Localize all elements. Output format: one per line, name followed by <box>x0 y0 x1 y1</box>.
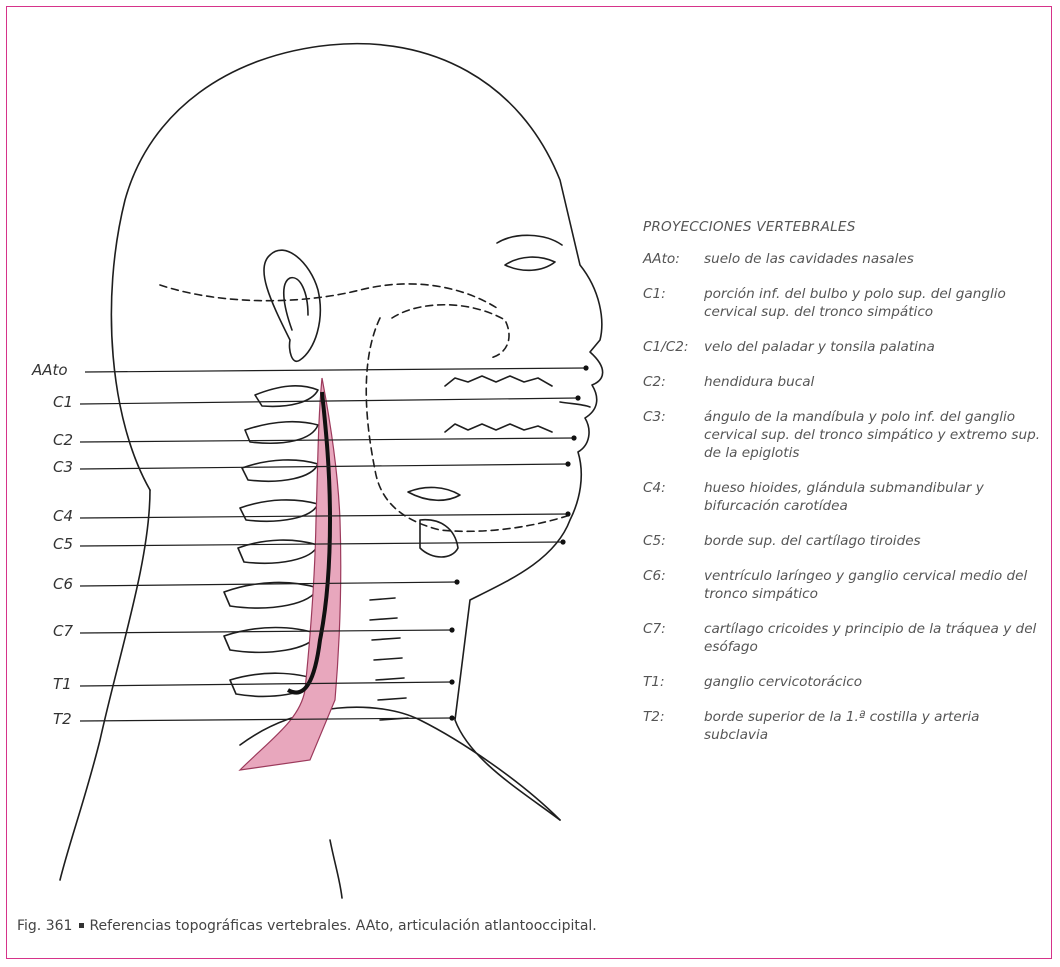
level-line-aato <box>85 368 586 372</box>
nasal-cavity-dashed <box>392 305 509 358</box>
teeth-lower <box>445 424 552 432</box>
legend-key: T1: <box>643 673 704 691</box>
eye-outline <box>505 257 555 270</box>
level-label-c3: C3 <box>53 458 73 476</box>
level-dot-c3 <box>565 461 570 466</box>
vertebra-4 <box>240 500 318 521</box>
level-line-c7 <box>80 630 452 633</box>
level-dot-c2 <box>571 435 576 440</box>
legend-key: C1: <box>643 285 704 321</box>
legend-key: C3: <box>643 408 704 462</box>
legend-item-c1-c2: C1/C2: velo del paladar y tonsila palati… <box>643 338 1043 356</box>
legend-key: AAto: <box>643 250 704 268</box>
legend-desc: cartílago cricoides y principio de la tr… <box>704 620 1043 656</box>
level-dot-aato <box>583 365 588 370</box>
level-label-c7: C7 <box>53 622 73 640</box>
legend-desc: ventrículo laríngeo y ganglio cervical m… <box>704 567 1043 603</box>
legend-desc: hueso hioides, glándula submandibular y … <box>704 479 1043 515</box>
legend-item-t1: T1: ganglio cervicotorácico <box>643 673 1043 691</box>
ear-inner <box>284 278 308 330</box>
level-dot-c7 <box>449 627 454 632</box>
legend-desc: ganglio cervicotorácico <box>704 673 1043 691</box>
figure-caption: Fig. 361 Referencias topográficas vertebr… <box>17 918 597 934</box>
level-label-aato: AAto <box>32 361 68 379</box>
teeth-upper <box>445 376 552 386</box>
level-line-t1 <box>80 682 452 686</box>
legend-key: C2: <box>643 373 704 391</box>
legend-item-c6: C6: ventrículo laríngeo y ganglio cervic… <box>643 567 1043 603</box>
legend-item-c5: C5: borde sup. del cartílago tiroides <box>643 532 1043 550</box>
skull-base-dashed <box>160 284 500 310</box>
ear-outline <box>264 250 320 361</box>
level-label-t1: T1 <box>53 675 72 693</box>
level-label-c5: C5 <box>53 535 73 553</box>
level-label-t2: T2 <box>53 710 72 728</box>
level-label-c1: C1 <box>53 393 73 411</box>
legend-item-c7: C7: cartílago cricoides y principio de l… <box>643 620 1043 656</box>
vertebra-3 <box>242 460 318 481</box>
legend-key: C5: <box>643 532 704 550</box>
legend-desc: borde superior de la 1.ª costilla y arte… <box>704 708 1043 744</box>
legend-desc: ángulo de la mandíbula y polo inf. del g… <box>704 408 1043 462</box>
level-dot-c6 <box>454 579 459 584</box>
legend-key: T2: <box>643 708 704 744</box>
vertebral-projections-legend: PROYECCIONES VERTEBRALES AAto: suelo de … <box>643 218 1043 761</box>
chest-line <box>330 840 342 898</box>
legend-desc: hendidura bucal <box>704 373 1043 391</box>
trachea-rings <box>370 598 408 720</box>
legend-item-c3: C3: ángulo de la mandíbula y polo inf. d… <box>643 408 1043 462</box>
level-dot-t1 <box>449 679 454 684</box>
legend-item-c2: C2: hendidura bucal <box>643 373 1043 391</box>
level-dot-t2 <box>449 715 454 720</box>
level-label-c2: C2 <box>53 431 73 449</box>
mandible-dashed <box>366 318 570 531</box>
level-dot-c4 <box>565 511 570 516</box>
hyoid <box>408 487 460 500</box>
level-line-c1 <box>80 398 578 404</box>
legend-key: C7: <box>643 620 704 656</box>
figure-number: Fig. 361 <box>17 918 72 934</box>
legend-title: PROYECCIONES VERTEBRALES <box>643 218 1043 236</box>
legend-item-t2: T2: borde superior de la 1.ª costilla y … <box>643 708 1043 744</box>
bullet-icon <box>79 923 84 928</box>
eyebrow <box>497 235 562 245</box>
legend-key: C4: <box>643 479 704 515</box>
caption-text: Referencias topográficas vertebrales. AA… <box>89 918 596 934</box>
level-dot-c1 <box>575 395 580 400</box>
legend-desc: porción inf. del bulbo y polo sup. del g… <box>704 285 1043 321</box>
legend-item-c1: C1: porción inf. del bulbo y polo sup. d… <box>643 285 1043 321</box>
lips <box>560 402 590 407</box>
head-outline <box>111 44 602 820</box>
level-dot-c5 <box>560 539 565 544</box>
level-label-c4: C4 <box>53 507 73 525</box>
vertebra-1 <box>255 386 318 407</box>
legend-key: C6: <box>643 567 704 603</box>
legend-key: C1/C2: <box>643 338 704 356</box>
legend-item-aato: AAto: suelo de las cavidades nasales <box>643 250 1043 268</box>
legend-item-c4: C4: hueso hioides, glándula submandibula… <box>643 479 1043 515</box>
legend-desc: borde sup. del cartílago tiroides <box>704 532 1043 550</box>
legend-desc: velo del paladar y tonsila palatina <box>704 338 1043 356</box>
vertebra-6 <box>224 582 318 608</box>
level-label-c6: C6 <box>53 575 73 593</box>
legend-desc: suelo de las cavidades nasales <box>704 250 1043 268</box>
